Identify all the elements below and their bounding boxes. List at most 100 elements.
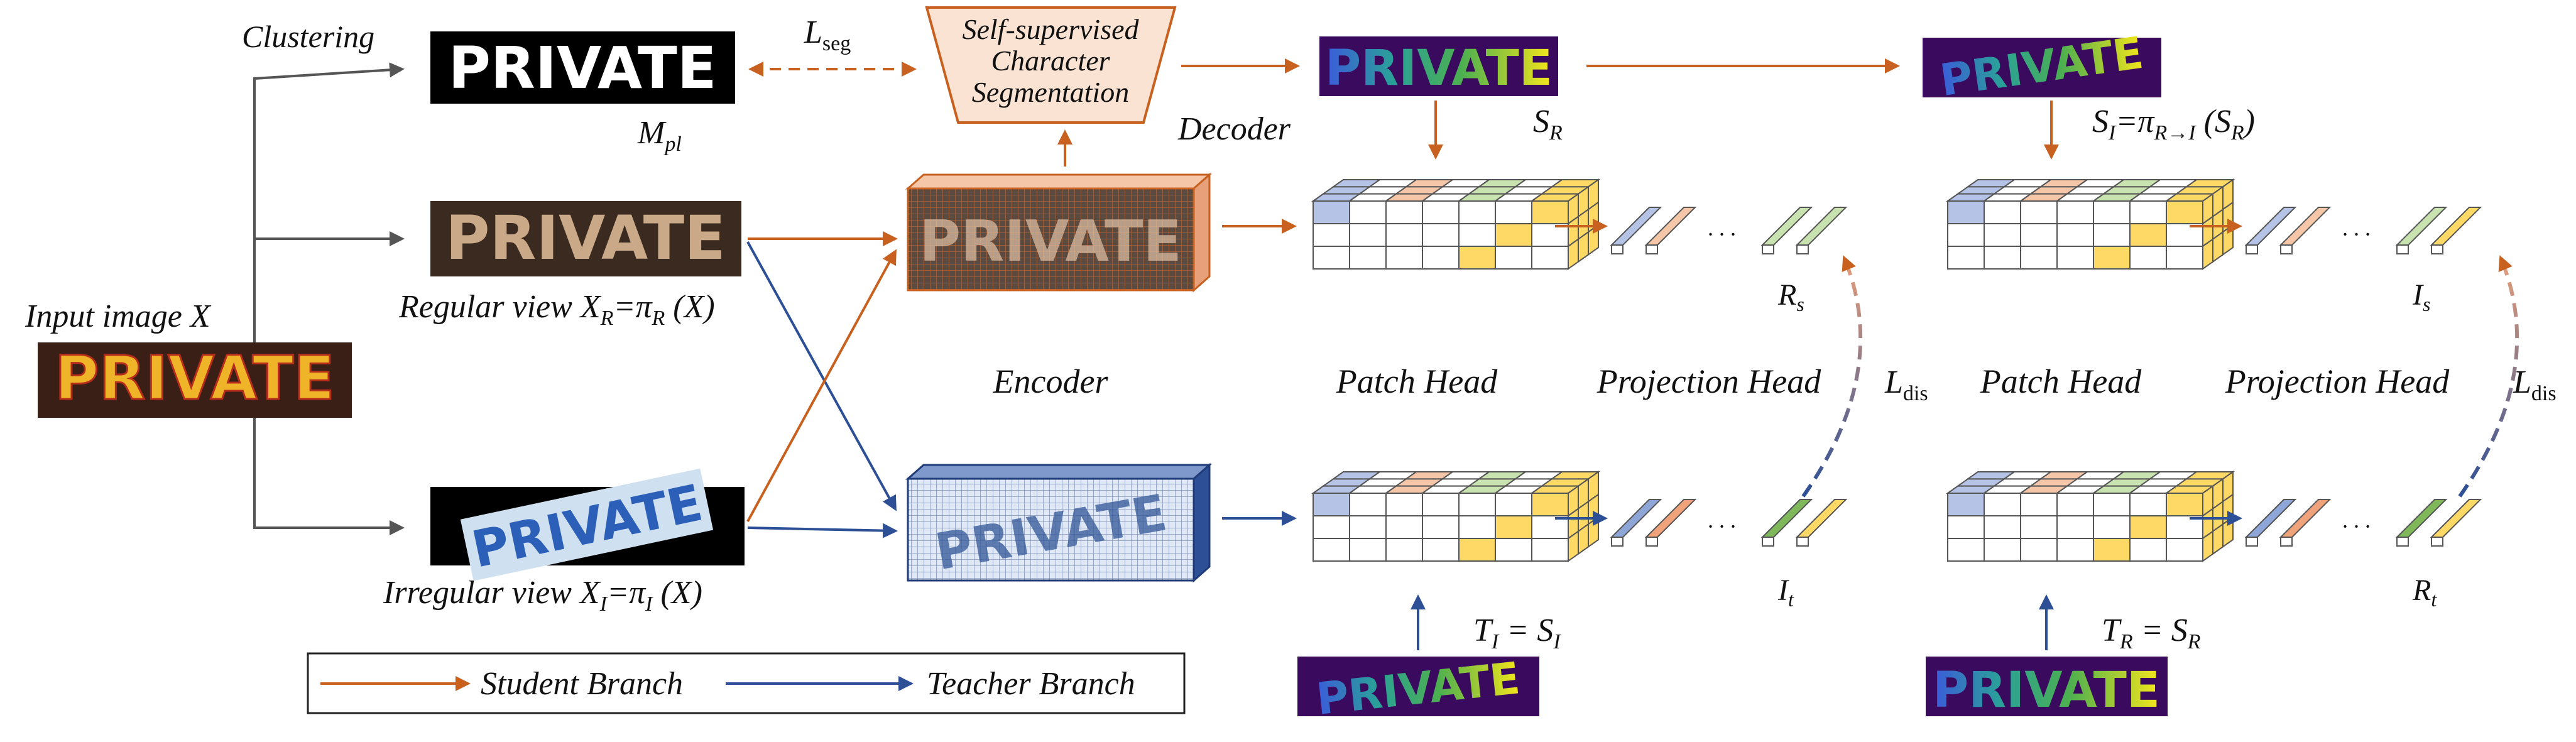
regular-view-image: PRIVATE bbox=[430, 201, 741, 276]
patch-cell-front bbox=[1947, 246, 1985, 270]
patch-cell-front bbox=[1947, 493, 1985, 516]
patch-cell-front bbox=[2093, 538, 2131, 562]
patch-cell-front bbox=[1984, 223, 2021, 247]
projection-heads bbox=[1610, 207, 2482, 547]
patch-cell-front bbox=[2129, 515, 2167, 539]
patch-head-block-2 bbox=[1945, 178, 2235, 270]
segmentation-line-1: Self-supervised bbox=[962, 13, 1139, 45]
seg-loss-label: Lseg bbox=[804, 14, 851, 55]
projection-bar-end bbox=[1645, 537, 1658, 547]
decoder-label: Decoder bbox=[1177, 111, 1291, 147]
patch-cell-front bbox=[2093, 200, 2131, 224]
projection-bar-blue bbox=[2244, 207, 2297, 254]
teacher-encoder: PRIVATE bbox=[905, 462, 1212, 583]
patch-cell-front bbox=[1458, 493, 1496, 516]
patch-cell-front bbox=[1458, 246, 1496, 270]
patch-cell-front bbox=[2166, 538, 2203, 562]
patch-cell-front bbox=[2166, 223, 2203, 247]
patch-cell-front bbox=[1947, 538, 1985, 562]
patch-cell-front bbox=[1422, 515, 1460, 539]
segmentation-decoder: Self-supervised Character Segmentation bbox=[925, 6, 1177, 124]
input-connectors bbox=[253, 62, 405, 535]
segmentation-line-3: Segmentation bbox=[972, 76, 1129, 108]
patch-cell-front bbox=[1947, 200, 1985, 224]
projection-bar-end bbox=[1762, 537, 1774, 547]
patch-cell-front bbox=[1349, 493, 1387, 516]
legend-teacher-label: Teacher Branch bbox=[927, 666, 1135, 702]
projection-bar-end bbox=[2431, 537, 2443, 547]
patch-cell-front bbox=[1422, 223, 1460, 247]
projection-bar-end bbox=[1611, 537, 1624, 547]
patch-cell-front bbox=[1458, 538, 1496, 562]
patch-cell-front bbox=[1385, 493, 1423, 516]
rs-label: Rs bbox=[1777, 278, 1804, 315]
rt-label: Rt bbox=[2412, 574, 2437, 611]
patch-cell-front bbox=[2093, 223, 2131, 247]
view-to-encoder-arrows bbox=[746, 231, 898, 538]
distill-loss-curve-1 bbox=[1801, 255, 1863, 498]
regular-view-label: Regular view XR=πR (X) bbox=[398, 289, 715, 330]
patch-cell-front bbox=[2166, 246, 2203, 270]
projection-bar-orange bbox=[2279, 499, 2332, 547]
input-image-label: Input image X bbox=[25, 298, 212, 334]
patch-cell-front bbox=[2129, 223, 2167, 247]
proj-dots-1-top: · · · bbox=[1708, 222, 1736, 247]
tr-map-word: PRIVATE bbox=[1933, 662, 2160, 719]
patch-cell-front bbox=[1422, 246, 1460, 270]
projection-bar-end bbox=[2396, 537, 2409, 547]
sr-label: SR bbox=[1533, 104, 1563, 145]
projection-head-label-2: Projection Head bbox=[2225, 363, 2450, 400]
patch-cell-front bbox=[1385, 246, 1423, 270]
patch-cell-front bbox=[2056, 200, 2094, 224]
patch-cell-front bbox=[2166, 493, 2203, 516]
patch-cell-front bbox=[1349, 200, 1387, 224]
patch-cell-front bbox=[1984, 515, 2021, 539]
sr-map-word: PRIVATE bbox=[1325, 40, 1553, 97]
patch-cell-front bbox=[1984, 538, 2021, 562]
pseudo-label-word: PRIVATE bbox=[448, 35, 716, 102]
patch-cell-front bbox=[1458, 223, 1496, 247]
si-transformed-map: PRIVATE bbox=[1923, 27, 2161, 106]
patch-cell-front bbox=[1531, 538, 1569, 562]
patch-cell-front bbox=[1422, 493, 1460, 516]
patch-cell-front bbox=[2056, 493, 2094, 516]
patch-head-label-1: Patch Head bbox=[1336, 363, 1498, 400]
distill-loss-label-2: Ldis bbox=[2513, 364, 2557, 405]
proj-dots-2-bottom: · · · bbox=[2342, 514, 2371, 539]
projection-bar-green bbox=[1760, 499, 1813, 547]
projection-bar-yellow bbox=[1795, 499, 1848, 547]
is-label: Is bbox=[2412, 278, 2430, 315]
patch-cell-front bbox=[1313, 515, 1350, 539]
patch-cell-front bbox=[1313, 493, 1350, 516]
patch-cell-front bbox=[1531, 200, 1569, 224]
ti-label: TI = SI bbox=[1473, 613, 1561, 653]
legend-student-label: Student Branch bbox=[481, 666, 683, 702]
patch-cell-front bbox=[2093, 493, 2131, 516]
tr-label: TR = SR bbox=[2102, 613, 2201, 653]
projection-bar-end bbox=[1762, 244, 1774, 254]
patch-heads bbox=[1311, 178, 2235, 562]
patch-cell-front bbox=[1349, 223, 1387, 247]
patch-head-block-3 bbox=[1311, 471, 1601, 562]
patch-head-label-2: Patch Head bbox=[1980, 363, 2142, 400]
input-image-word: PRIVATE bbox=[55, 343, 335, 413]
patch-cell-front bbox=[2020, 515, 2058, 539]
patch-cell-front bbox=[2020, 493, 2058, 516]
projection-bar-blue bbox=[2244, 499, 2297, 547]
projection-bar-orange bbox=[1644, 207, 1697, 254]
patch-cell-front bbox=[1313, 200, 1350, 224]
patch-cell-front bbox=[1422, 538, 1460, 562]
patch-cell-front bbox=[1984, 200, 2021, 224]
patch-cell-front bbox=[1422, 200, 1460, 224]
patch-cell-front bbox=[1495, 515, 1532, 539]
patch-cell-front bbox=[1458, 200, 1496, 224]
projection-bar-end bbox=[1796, 537, 1809, 547]
segmentation-line-2: Character bbox=[991, 45, 1110, 77]
patch-cell-front bbox=[1495, 200, 1532, 224]
patch-cell-front bbox=[2020, 246, 2058, 270]
pseudo-label-caption: Mpl bbox=[637, 115, 682, 156]
patch-cell-front bbox=[1385, 223, 1423, 247]
student-encoder: PRIVATE bbox=[905, 172, 1212, 293]
clustering-label: Clustering bbox=[242, 19, 374, 54]
